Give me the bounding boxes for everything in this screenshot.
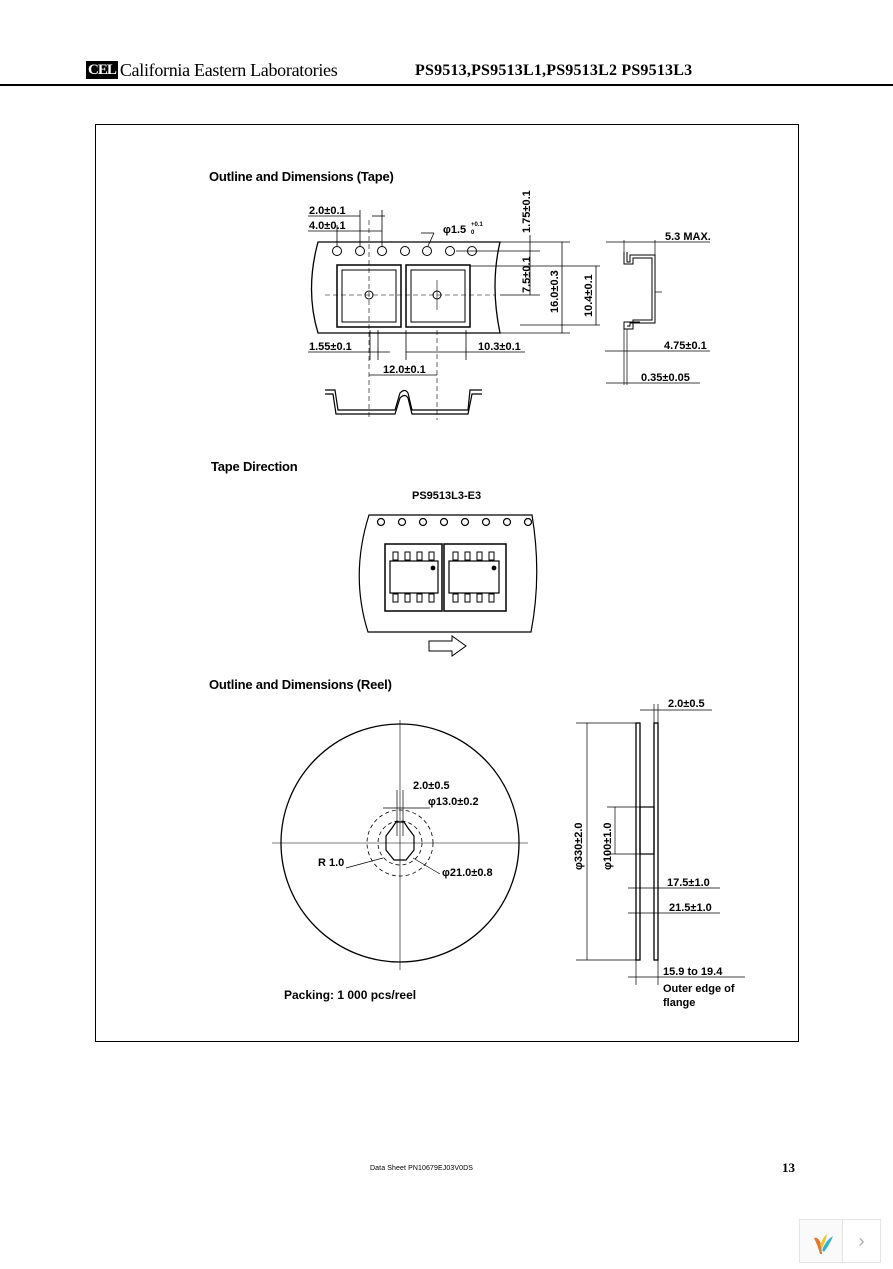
dim-flange-range: 15.9 to 19.4 [663, 966, 723, 978]
page-header: CEL California Eastern Laboratories PS95… [0, 0, 893, 86]
tape-cross-section [325, 389, 482, 415]
dim-reel-dia: φ330±2.0 [573, 822, 585, 870]
logo-mark: CEL [86, 61, 118, 79]
dim-tape-width: 16.0±0.3 [549, 270, 561, 313]
direction-arrow-icon [428, 635, 467, 657]
next-page-button[interactable]: › [843, 1219, 881, 1263]
chevron-right-icon: › [858, 1231, 865, 1251]
dim-core-dia: φ100±1.0 [602, 822, 614, 870]
dim-hole-tol: +0.1 [471, 222, 484, 228]
company-name: California Eastern Laboratories [119, 59, 338, 80]
dim-pocket-dia: 1.55±0.1 [309, 341, 352, 353]
reel-side-view [576, 704, 745, 985]
viewer-logo-icon[interactable] [799, 1219, 843, 1263]
dim-tape-thickness: 0.35±0.05 [641, 372, 690, 384]
dim-radius: R 1.0 [318, 857, 344, 869]
dim-pocket-length: 10.3±0.1 [478, 341, 521, 353]
tape-dimension-lines [308, 210, 600, 420]
flange-note-line2: flange [663, 997, 695, 1009]
tape-section-title: Outline and Dimensions (Tape) [209, 169, 394, 184]
dim-hole-dia: φ1.5 [443, 224, 466, 236]
dim-pocket-pitch: 12.0±0.1 [383, 364, 426, 376]
page-number: 13 [782, 1160, 795, 1175]
reel-section-title: Outline and Dimensions (Reel) [209, 677, 392, 692]
dim-flange-thickness: 2.0±0.5 [668, 698, 705, 710]
part-numbers: PS9513,PS9513L1,PS9513L2 PS9513L3 [415, 62, 693, 79]
dim-pocket-depth: 4.75±0.1 [664, 340, 707, 352]
document-id: Data Sheet PN10679EJ03V0DS [370, 1165, 473, 1172]
dim-edge-to-hole: 1.75±0.1 [521, 190, 533, 233]
drawing-frame [95, 124, 799, 1042]
dim-width-inner: 17.5±1.0 [667, 877, 710, 889]
dim-width-outer: 21.5±1.0 [669, 902, 712, 914]
dim-sprocket-pitch: 4.0±0.1 [309, 220, 346, 232]
dim-hole-tol2: 0 [471, 230, 475, 236]
direction-section-title: Tape Direction [211, 459, 298, 474]
direction-tape-drawing [358, 514, 538, 657]
dim-hub-dia: φ13.0±0.2 [428, 796, 479, 808]
viewer-nav-widget: › [799, 1219, 881, 1263]
dim-center-offset: 7.5±0.1 [521, 256, 533, 293]
flange-note-line1: Outer edge of [663, 983, 735, 995]
dim-hub-outer: φ21.0±0.8 [442, 867, 493, 879]
dim-pocket-width: 10.4±0.1 [583, 274, 595, 317]
company-logo: CEL California Eastern Laboratories [86, 59, 338, 80]
reel-front-view [272, 720, 528, 970]
dim-max-thickness: 5.3 MAX. [665, 231, 711, 243]
packing-note: Packing: 1 000 pcs/reel [284, 988, 416, 1002]
tape-side-profile [605, 240, 710, 385]
direction-part-label: PS9513L3-E3 [412, 490, 481, 502]
dim-hub-slot: 2.0±0.5 [413, 780, 450, 792]
dim-pitch-hole: 2.0±0.1 [309, 205, 346, 217]
header-divider [0, 84, 893, 86]
